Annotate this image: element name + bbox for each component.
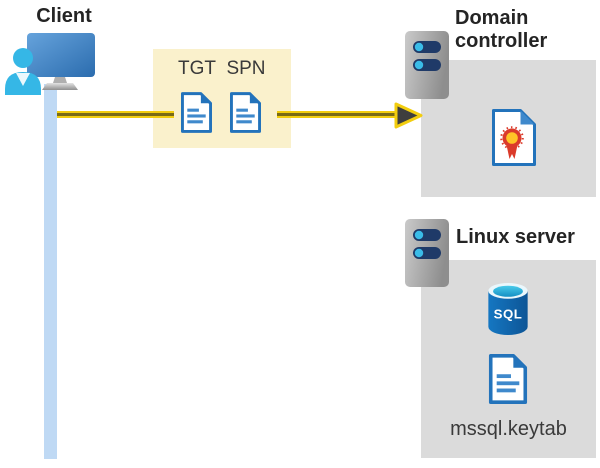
keytab-filename: mssql.keytab bbox=[450, 418, 567, 440]
client-label: Client bbox=[36, 5, 92, 27]
spn-document-icon bbox=[230, 92, 261, 133]
ticket-highlight-box bbox=[153, 49, 291, 148]
auth-arrow-line-left bbox=[57, 111, 174, 118]
linux-server-title: Linux server bbox=[456, 226, 575, 248]
monitor-stand-base bbox=[42, 83, 78, 90]
person-collar bbox=[16, 73, 30, 86]
domain-controller-server-icon bbox=[405, 31, 449, 99]
certificate-seal-inner bbox=[506, 132, 518, 144]
keytab-document-icon bbox=[488, 354, 528, 404]
tgt-document-icon bbox=[181, 92, 212, 133]
tgt-label: TGT bbox=[178, 58, 216, 79]
sql-database-icon: SQL bbox=[488, 282, 528, 336]
monitor-screen bbox=[27, 33, 95, 77]
auth-arrow-line-right bbox=[277, 111, 396, 118]
client-computer-icon bbox=[5, 33, 95, 95]
spn-label: SPN bbox=[226, 58, 266, 79]
certificate-icon bbox=[492, 109, 536, 166]
person-head bbox=[13, 48, 33, 68]
sql-badge-text: SQL bbox=[494, 306, 523, 321]
linux-server-icon bbox=[405, 219, 449, 287]
monitor-stand-neck bbox=[53, 77, 67, 83]
domain-controller-title: Domain controller bbox=[455, 7, 548, 52]
client-connection-line bbox=[44, 84, 57, 459]
auth-arrow-head-icon bbox=[394, 102, 423, 129]
